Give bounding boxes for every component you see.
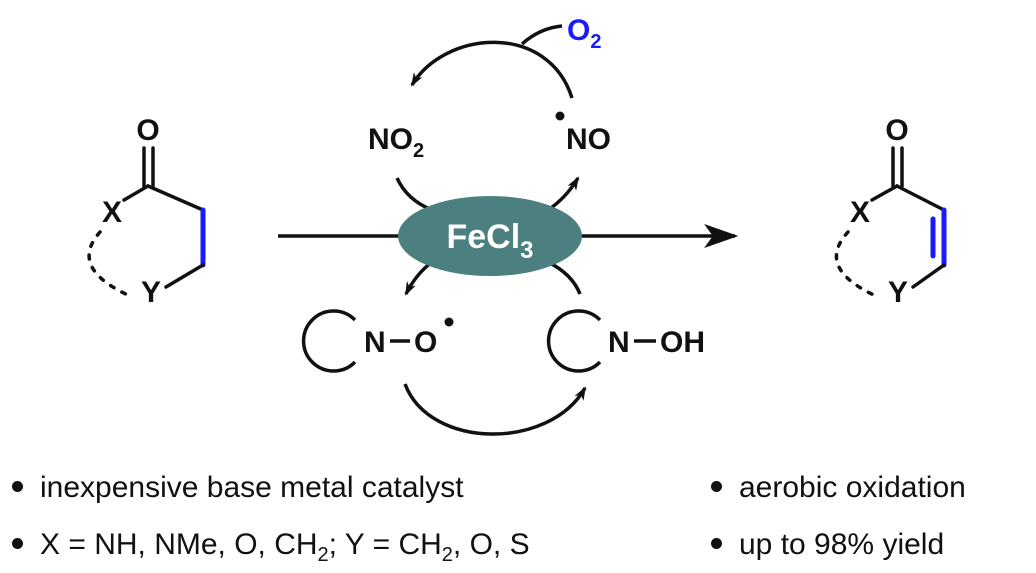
product-x-atom: X [850, 196, 870, 229]
no-radical-dot [555, 111, 565, 121]
nitroxyl-o: O [414, 326, 437, 359]
top-cycle-arrow [410, 40, 574, 99]
o2-feed-line [520, 24, 563, 46]
nitroxyl-n: N [364, 326, 386, 359]
product-bond-c-ch [895, 184, 946, 212]
reactant-x-atom: X [102, 196, 122, 229]
catalyst-label: FeCl3 [446, 218, 533, 264]
product-carbonyl-oxygen: O [885, 114, 908, 147]
hydroxylamine-n: N [608, 326, 630, 359]
no2-label: NO2 [368, 123, 424, 162]
reactant-y-atom: Y [141, 276, 161, 309]
product-bond-c-x [870, 184, 899, 202]
arc-catalyst-to-no-radical [547, 176, 580, 212]
reactant-bond-ch2-y [164, 263, 205, 289]
o2-label: O2 [567, 14, 601, 53]
reactant-carbonyl-oxygen: O [136, 114, 159, 147]
no-radical-label: NO [566, 123, 611, 156]
product-y-atom: Y [888, 276, 908, 309]
arc-catalyst-to-nitroxyl [404, 260, 434, 296]
nitroxyl-ring-arc [301, 309, 357, 373]
nitroxyl-radical-dot [444, 317, 454, 327]
product-dashed-ring-arc [834, 230, 878, 298]
reactant-dashed-ring-arc [87, 230, 132, 298]
arc-hydroxylamine-into-catalyst [547, 260, 582, 295]
reactant-bond-c-x [122, 184, 150, 202]
bottom-cycle-arrow [403, 383, 587, 436]
catalyst-ellipse [398, 196, 582, 276]
product-bond-ch-y [911, 263, 946, 289]
reactant-molecule [87, 146, 206, 298]
hydroxylamine-ring-arc [546, 309, 602, 373]
product-molecule [834, 146, 947, 298]
arc-no2-into-catalyst [395, 177, 433, 212]
hydroxylamine-oh: OH [660, 326, 705, 359]
reactant-bond-c-ch2 [146, 184, 205, 212]
